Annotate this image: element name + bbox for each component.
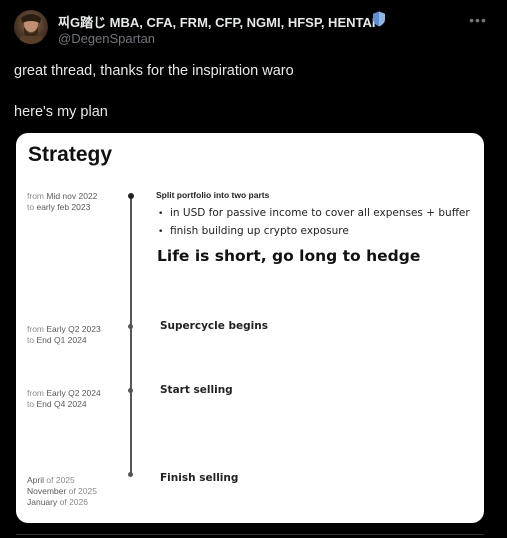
date-prefix: to (27, 202, 35, 212)
tweet-text-line: here's my plan (14, 104, 108, 120)
phase-date-line: to End Q1 2024 (27, 335, 87, 346)
author-display-name[interactable]: 찌G踏じ MBA, CFA, FRM, CFP, NGMI, HFSP, HEN… (58, 15, 376, 30)
date-text: End Q1 2024 (36, 335, 87, 345)
bullet-text: finish building up crypto exposure (170, 225, 349, 237)
author-handle[interactable]: @DegenSpartan (58, 31, 156, 46)
avatar[interactable] (14, 10, 48, 44)
timeline-dot (128, 388, 133, 393)
phase-date-line: January of 2026 (27, 497, 88, 508)
ellipsis-icon[interactable]: ••• (469, 12, 487, 28)
timeline-dot (128, 472, 133, 477)
phase-date-line: from Early Q2 2023 (27, 324, 101, 335)
strategy-title: Strategy (28, 143, 113, 166)
date-suffix: of 2025 (46, 475, 75, 485)
phase-date-line: to early feb 2023 (27, 202, 90, 213)
date-prefix: from (27, 191, 44, 201)
phase-milestone: Start selling (160, 384, 233, 396)
date-suffix: of 2026 (59, 497, 88, 507)
phase-bullet: • in USD for passive income to cover all … (158, 207, 470, 219)
date-text: Early Q2 2024 (46, 388, 101, 398)
shield-badge-icon (372, 11, 386, 27)
date-text: early feb 2023 (36, 202, 91, 212)
date-text: January (27, 497, 58, 507)
timeline-dot (128, 324, 133, 329)
avatar-image (20, 14, 42, 44)
bullet-marker: • (158, 209, 164, 219)
date-text: November (27, 486, 67, 496)
phase-milestone: Supercycle begins (160, 320, 268, 332)
phase-emphasis: Life is short, go long to hedge (157, 247, 421, 265)
tweet-text-line: great thread, thanks for the inspiration… (14, 63, 294, 79)
timeline-dot (127, 193, 134, 199)
date-suffix: of 2025 (68, 486, 97, 496)
date-prefix: to (27, 335, 35, 345)
timeline-line (130, 195, 132, 475)
phase-heading: Split portfolio into two parts (156, 190, 270, 200)
bullet-marker: • (158, 227, 164, 237)
date-prefix: from (27, 388, 44, 398)
date-text: Early Q2 2023 (46, 324, 101, 334)
phase-date-line: November of 2025 (27, 486, 97, 497)
strategy-image[interactable]: Strategy from Mid nov 2022 to early feb … (16, 133, 484, 523)
phase-milestone: Finish selling (160, 472, 239, 484)
date-prefix: to (27, 399, 35, 409)
phase-date-line: April of 2025 (27, 475, 75, 486)
phase-bullet: • finish building up crypto exposure (158, 225, 349, 237)
date-text: Mid nov 2022 (46, 191, 98, 201)
bullet-text: in USD for passive income to cover all e… (170, 207, 470, 219)
date-prefix: from (27, 324, 44, 334)
phase-date-line: from Mid nov 2022 (27, 191, 97, 202)
divider (16, 534, 484, 535)
phase-date-line: to End Q4 2024 (27, 399, 87, 410)
date-text: April (27, 475, 45, 485)
date-text: End Q4 2024 (36, 399, 87, 409)
phase-date-line: from Early Q2 2024 (27, 388, 101, 399)
